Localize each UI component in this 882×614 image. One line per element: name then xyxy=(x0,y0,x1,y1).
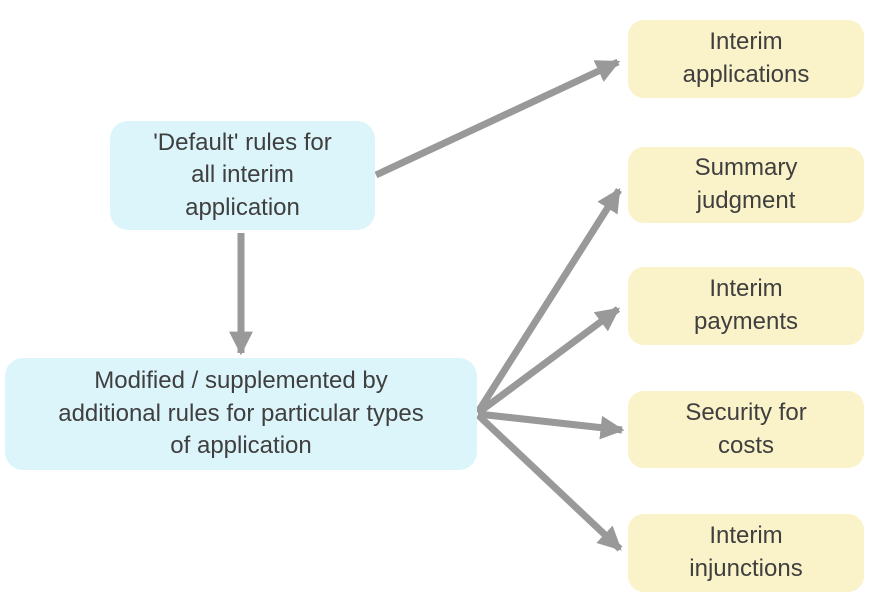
box-security-for-costs: Security for costs xyxy=(628,391,864,468)
arrow-modified-to-interim-payments xyxy=(475,306,621,416)
arrow-modified-to-summary-judgment xyxy=(475,187,622,414)
arrow-default-to-interim-applications xyxy=(374,58,621,179)
arrow-modified-to-security-for-costs xyxy=(477,410,625,440)
box-modified-rules: Modified / supplemented by additional ru… xyxy=(5,358,477,470)
box-default-rules: 'Default' rules for all interim applicat… xyxy=(110,121,375,230)
box-summary-judgment: Summary judgment xyxy=(628,147,864,223)
box-interim-applications: Interim applications xyxy=(628,20,864,98)
arrow-modified-to-interim-injunctions xyxy=(475,412,623,552)
box-interim-injunctions: Interim injunctions xyxy=(628,514,864,592)
box-interim-payments: Interim payments xyxy=(628,267,864,345)
